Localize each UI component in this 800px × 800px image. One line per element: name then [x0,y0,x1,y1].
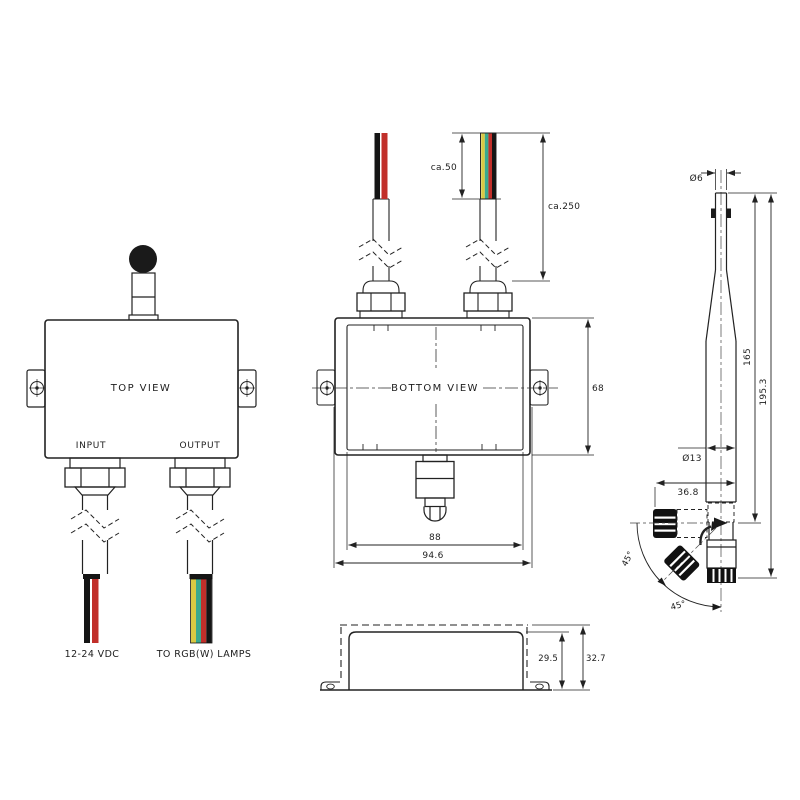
bottom-view-drawing: BOTTOM VIEW ca.50 ca.250 68 88 [312,132,604,568]
input-label: INPUT [76,441,106,451]
top-view-label: TOP VIEW [110,383,171,394]
antenna-rod [711,192,731,270]
antenna-stub [131,272,156,318]
fold-reference-lines [630,522,717,584]
svg-text:ca.250: ca.250 [548,202,580,212]
output-label: OUTPUT [180,441,221,451]
dim-box-height: 68 [532,317,604,456]
output-cable-gland [169,457,231,510]
power-wire-label: 12-24 VDC [65,649,120,660]
wire-black [84,579,90,643]
mount-tab-left [26,369,46,408]
svg-text:88: 88 [429,533,441,543]
power-wire-ends [374,133,388,199]
svg-text:29.5: 29.5 [538,654,558,664]
output-wires [189,574,213,644]
mount-tab-left2 [316,369,336,406]
svg-text:36.8: 36.8 [677,488,698,498]
hinge-knuckle-folded [653,509,677,538]
bottom-view-label: BOTTOM VIEW [391,383,479,394]
mount-hole-right [239,379,255,397]
dim-box-width-inner: 88 [346,452,524,550]
dim-strip-length: ca.50 [431,132,501,200]
wire-black2 [206,579,212,643]
antenna-connector [415,454,455,522]
dim-case-inner-height: 29.5 [526,631,569,691]
dim-fold-angle-a: 45° [620,550,636,569]
top-view-drawing: TOP VIEW INPUT OUTPUT 12-24 VDC TO RGB(W… [26,245,257,660]
side-view-drawing: 29.5 32.7 [320,624,606,691]
side-view-hidden-outline [340,624,528,681]
dim-antenna-len-to-hinge: 165 [728,192,777,524]
svg-text:165: 165 [743,348,753,366]
dim-case-outer-height: 32.7 [532,624,606,691]
dim-hinge-dia: Ø13 [678,445,737,501]
wire-green [196,579,201,643]
svg-text:195.3: 195.3 [759,378,769,405]
dim-box-width-outer: 94.6 [333,407,533,568]
antenna-base-connector [706,522,737,583]
antenna-drawing: Ø6 165 195.3 Ø13 36.8 45° 45° [620,169,777,613]
cable-break-mid-left [358,238,404,269]
dim-antenna-total-len: 195.3 [738,194,777,579]
mount-hole-left [29,379,45,397]
side-view-feet [320,681,550,690]
mount-tab-right [237,369,257,408]
svg-text:Ø13: Ø13 [682,453,701,464]
lamps-wire-label: TO RGB(W) LAMPS [156,649,252,660]
cable-break-mid-right [465,238,511,269]
svg-text:Ø6: Ø6 [690,173,703,184]
svg-text:ca.50: ca.50 [431,163,457,173]
dim-hinge-width: 36.8 [654,480,735,507]
centerlines [312,327,558,452]
input-cable-gland [64,457,126,510]
input-wires [83,574,100,643]
antenna-knob [129,245,157,273]
wire-yellow [191,579,196,643]
lamp-wire-ends [480,132,497,200]
gland-top-left [356,280,406,321]
hinge-knuckle-phantom [676,509,708,538]
cable-break-output [175,509,225,543]
dim-fold-angle-b: 45° [670,599,688,613]
cable-break-input [70,509,120,543]
side-view-body [348,631,524,690]
wire-red2 [201,579,207,643]
wire-red [92,579,99,643]
gland-top-right [463,280,513,321]
svg-text:68: 68 [592,384,604,394]
bottom-view-enclosure-inner [346,324,524,451]
mount-tab-right2 [529,369,549,406]
dim-antenna-tip-dia: Ø6 [690,169,741,190]
dim-cable-length: ca.250 [501,132,580,282]
svg-text:94.6: 94.6 [422,551,443,561]
svg-text:32.7: 32.7 [586,654,606,664]
screw-boss-ticks [362,325,497,450]
